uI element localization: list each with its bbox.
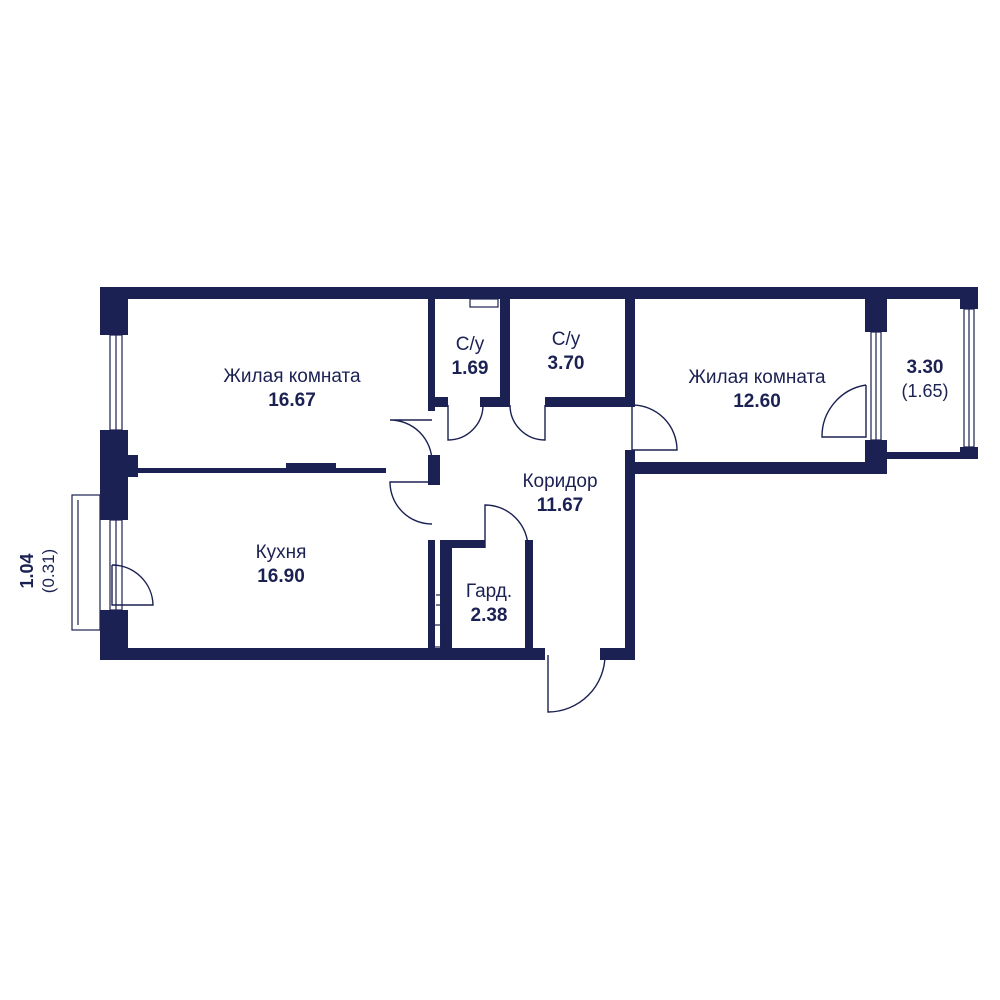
wall-balcony-bottom bbox=[887, 452, 978, 459]
wall-far-right-top bbox=[960, 287, 978, 309]
balcony-right-reduced: (1.65) bbox=[901, 380, 949, 401]
room-wardrobe-area: 2.38 bbox=[470, 604, 508, 626]
balcony-right-area: 3.30 bbox=[906, 357, 944, 378]
room-kitchen-name: Кухня bbox=[255, 542, 307, 563]
room-bath-large-name: С/у bbox=[551, 329, 581, 350]
wall-right-pier-top bbox=[865, 287, 887, 332]
room-living-right: Жилая комната 12.60 bbox=[688, 366, 825, 414]
room-living-left: Жилая комната 16.67 bbox=[223, 365, 360, 413]
room-living-right-name: Жилая комната bbox=[688, 367, 826, 388]
wall-right-room-bottom bbox=[625, 462, 887, 474]
room-living-left-area: 16.67 bbox=[268, 389, 316, 411]
doors bbox=[111, 384, 867, 713]
door-kitchen-balcony bbox=[111, 564, 154, 606]
wall-living-right-door-jamb bbox=[625, 450, 635, 474]
room-bath-small-name: С/у bbox=[455, 334, 485, 355]
partition-beam bbox=[286, 463, 336, 471]
wall-bath-bottom-a bbox=[428, 397, 448, 407]
wall-left-pier bbox=[120, 455, 138, 477]
room-wardrobe: Гард. 2.38 bbox=[466, 580, 512, 628]
room-corridor-area: 11.67 bbox=[536, 494, 584, 516]
door-living-left bbox=[389, 419, 433, 463]
room-bath-large-area: 3.70 bbox=[547, 352, 585, 374]
door-living-right bbox=[631, 404, 678, 451]
wall-bath-left bbox=[428, 299, 435, 411]
room-kitchen: Кухня 16.90 bbox=[256, 541, 307, 589]
room-bath-small: С/у 1.69 bbox=[452, 333, 489, 381]
door-bath-small bbox=[447, 404, 484, 441]
wall-left-top bbox=[100, 287, 128, 335]
wall-wardrobe-top bbox=[440, 540, 485, 548]
balcony-left: 1.04 (0.31) bbox=[17, 541, 63, 601]
wall-bath-right bbox=[625, 299, 635, 407]
bath-vent bbox=[469, 298, 499, 308]
wall-wardrobe-left bbox=[440, 540, 452, 660]
room-kitchen-area: 16.90 bbox=[257, 565, 305, 587]
wall-right-pier-bottom bbox=[865, 440, 887, 474]
wall-bath-bottom-b bbox=[480, 397, 510, 407]
room-corridor: Коридор 11.67 bbox=[522, 470, 597, 518]
wall-bath-bottom-c bbox=[545, 397, 635, 407]
walls bbox=[100, 287, 978, 660]
room-corridor-name: Коридор bbox=[522, 471, 598, 492]
door-kitchen bbox=[389, 481, 433, 525]
wall-mid-stub bbox=[428, 455, 440, 485]
room-wardrobe-name: Гард. bbox=[465, 581, 513, 602]
balcony-left-area: 1.04 bbox=[17, 553, 37, 589]
door-balcony-right bbox=[821, 384, 867, 438]
wall-bottom-left bbox=[100, 648, 545, 660]
balcony-left-reduced: (0.31) bbox=[38, 548, 58, 594]
door-bath-large bbox=[509, 404, 546, 441]
room-bath-large: С/у 3.70 bbox=[548, 328, 585, 376]
door-wardrobe bbox=[484, 504, 529, 549]
balcony-left-outline bbox=[71, 494, 101, 631]
balcony-right: 3.30 (1.65) bbox=[901, 356, 948, 402]
wall-bath-divider bbox=[500, 299, 510, 399]
room-living-right-area: 12.60 bbox=[733, 390, 781, 412]
partition-living-kitchen bbox=[128, 468, 386, 473]
room-bath-small-area: 1.69 bbox=[451, 357, 489, 379]
wall-kitchen-right bbox=[428, 540, 435, 660]
wall-wardrobe-right bbox=[525, 540, 533, 660]
wardrobe-frame bbox=[433, 624, 445, 648]
door-entrance bbox=[547, 652, 606, 713]
wall-top bbox=[100, 287, 978, 299]
room-living-left-name: Жилая комната bbox=[223, 366, 361, 387]
wall-corridor-right bbox=[625, 462, 635, 660]
